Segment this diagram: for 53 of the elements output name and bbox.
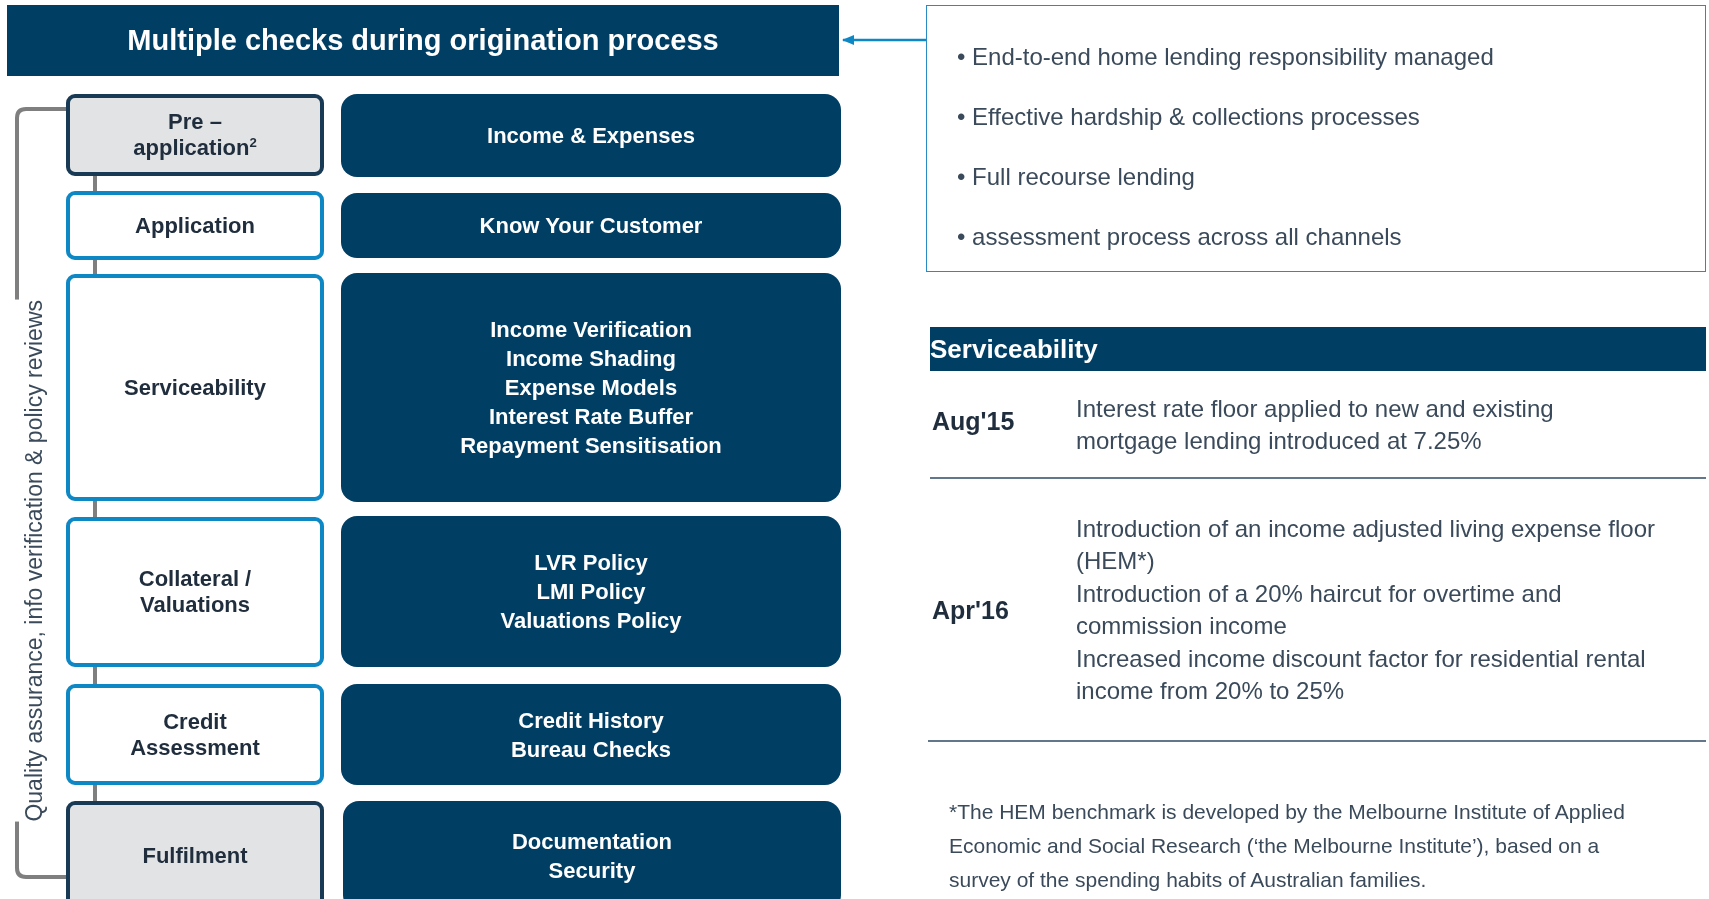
check-item: Expense Models (504, 374, 678, 402)
bullet-list-panel (926, 5, 1706, 272)
date-label: Apr'16 (932, 595, 1010, 626)
stage-label: Pre – application$^{2}$ (132, 108, 258, 162)
stage-box (66, 517, 324, 667)
stage-box (66, 684, 324, 785)
check-box (343, 801, 841, 899)
stage-label: Credit Assessment (129, 708, 261, 761)
connector-line (93, 785, 97, 801)
check-box (341, 273, 841, 502)
bullet-item: • End-to-end home lending responsibility managed (957, 41, 1494, 72)
table-text: Interest rate floor applied to new and existing mortgage lending introduced at 7.25% (1076, 394, 1555, 456)
stage-label: Serviceability (124, 374, 266, 401)
check-item: Repayment Sensitisation (460, 432, 722, 460)
check-item: Income Verification (490, 316, 692, 344)
stage-label: Application (135, 212, 255, 239)
check-box (341, 684, 841, 785)
connector-line (93, 667, 97, 684)
connector-line (93, 260, 97, 274)
check-box (341, 516, 841, 667)
stage-label: Fulfilment (142, 843, 248, 869)
date-label: Aug'15 (932, 406, 1016, 437)
check-item: Valuations Policy (500, 607, 682, 635)
check-item: LVR Policy (534, 549, 648, 577)
connector-line (93, 176, 97, 191)
check-item: Know Your Customer (479, 212, 703, 240)
stage-label: Collateral / Valuations (137, 566, 253, 618)
title-banner (7, 5, 839, 76)
check-item: Income & Expenses (487, 122, 695, 150)
bullet-item: • Full recourse lending (957, 162, 1195, 193)
stage-box (66, 801, 324, 899)
footnote: *The HEM benchmark is developed by the Melbourne Institute of Applied Economic and Social Research (‘the Melbourne Institute’), based on a survey of the spending habits of Australian families. (949, 799, 1626, 893)
stage-box (66, 94, 324, 176)
table-heading: Serviceability (930, 327, 1706, 371)
check-item: Credit History (518, 706, 664, 735)
stage-box (66, 274, 324, 501)
check-box (341, 94, 841, 177)
stage-box (66, 191, 324, 260)
table-text: Introduction of a 20% haircut for overtime and commission income (1076, 579, 1563, 641)
title-text: Multiple checks during origination process (127, 24, 719, 57)
table-text: Introduction of an income adjusted living expense floor (HEM*) (1076, 514, 1657, 576)
check-item: Income Shading (506, 345, 676, 373)
bullet-item: • assessment process across all channels (957, 222, 1402, 253)
check-item: Interest Rate Buffer (488, 403, 694, 431)
table-text: Increased income discount factor for residential rental income from 20% to 25% (1076, 644, 1647, 706)
connector-line (93, 501, 97, 517)
bullet-item: • Effective hardship & collections processes (957, 101, 1420, 132)
check-item: Security (548, 857, 636, 885)
check-item: Documentation (511, 828, 673, 856)
check-item: Bureau Checks (510, 735, 672, 764)
check-box (341, 193, 841, 258)
check-item: LMI Policy (536, 578, 646, 606)
arrow (842, 35, 926, 45)
